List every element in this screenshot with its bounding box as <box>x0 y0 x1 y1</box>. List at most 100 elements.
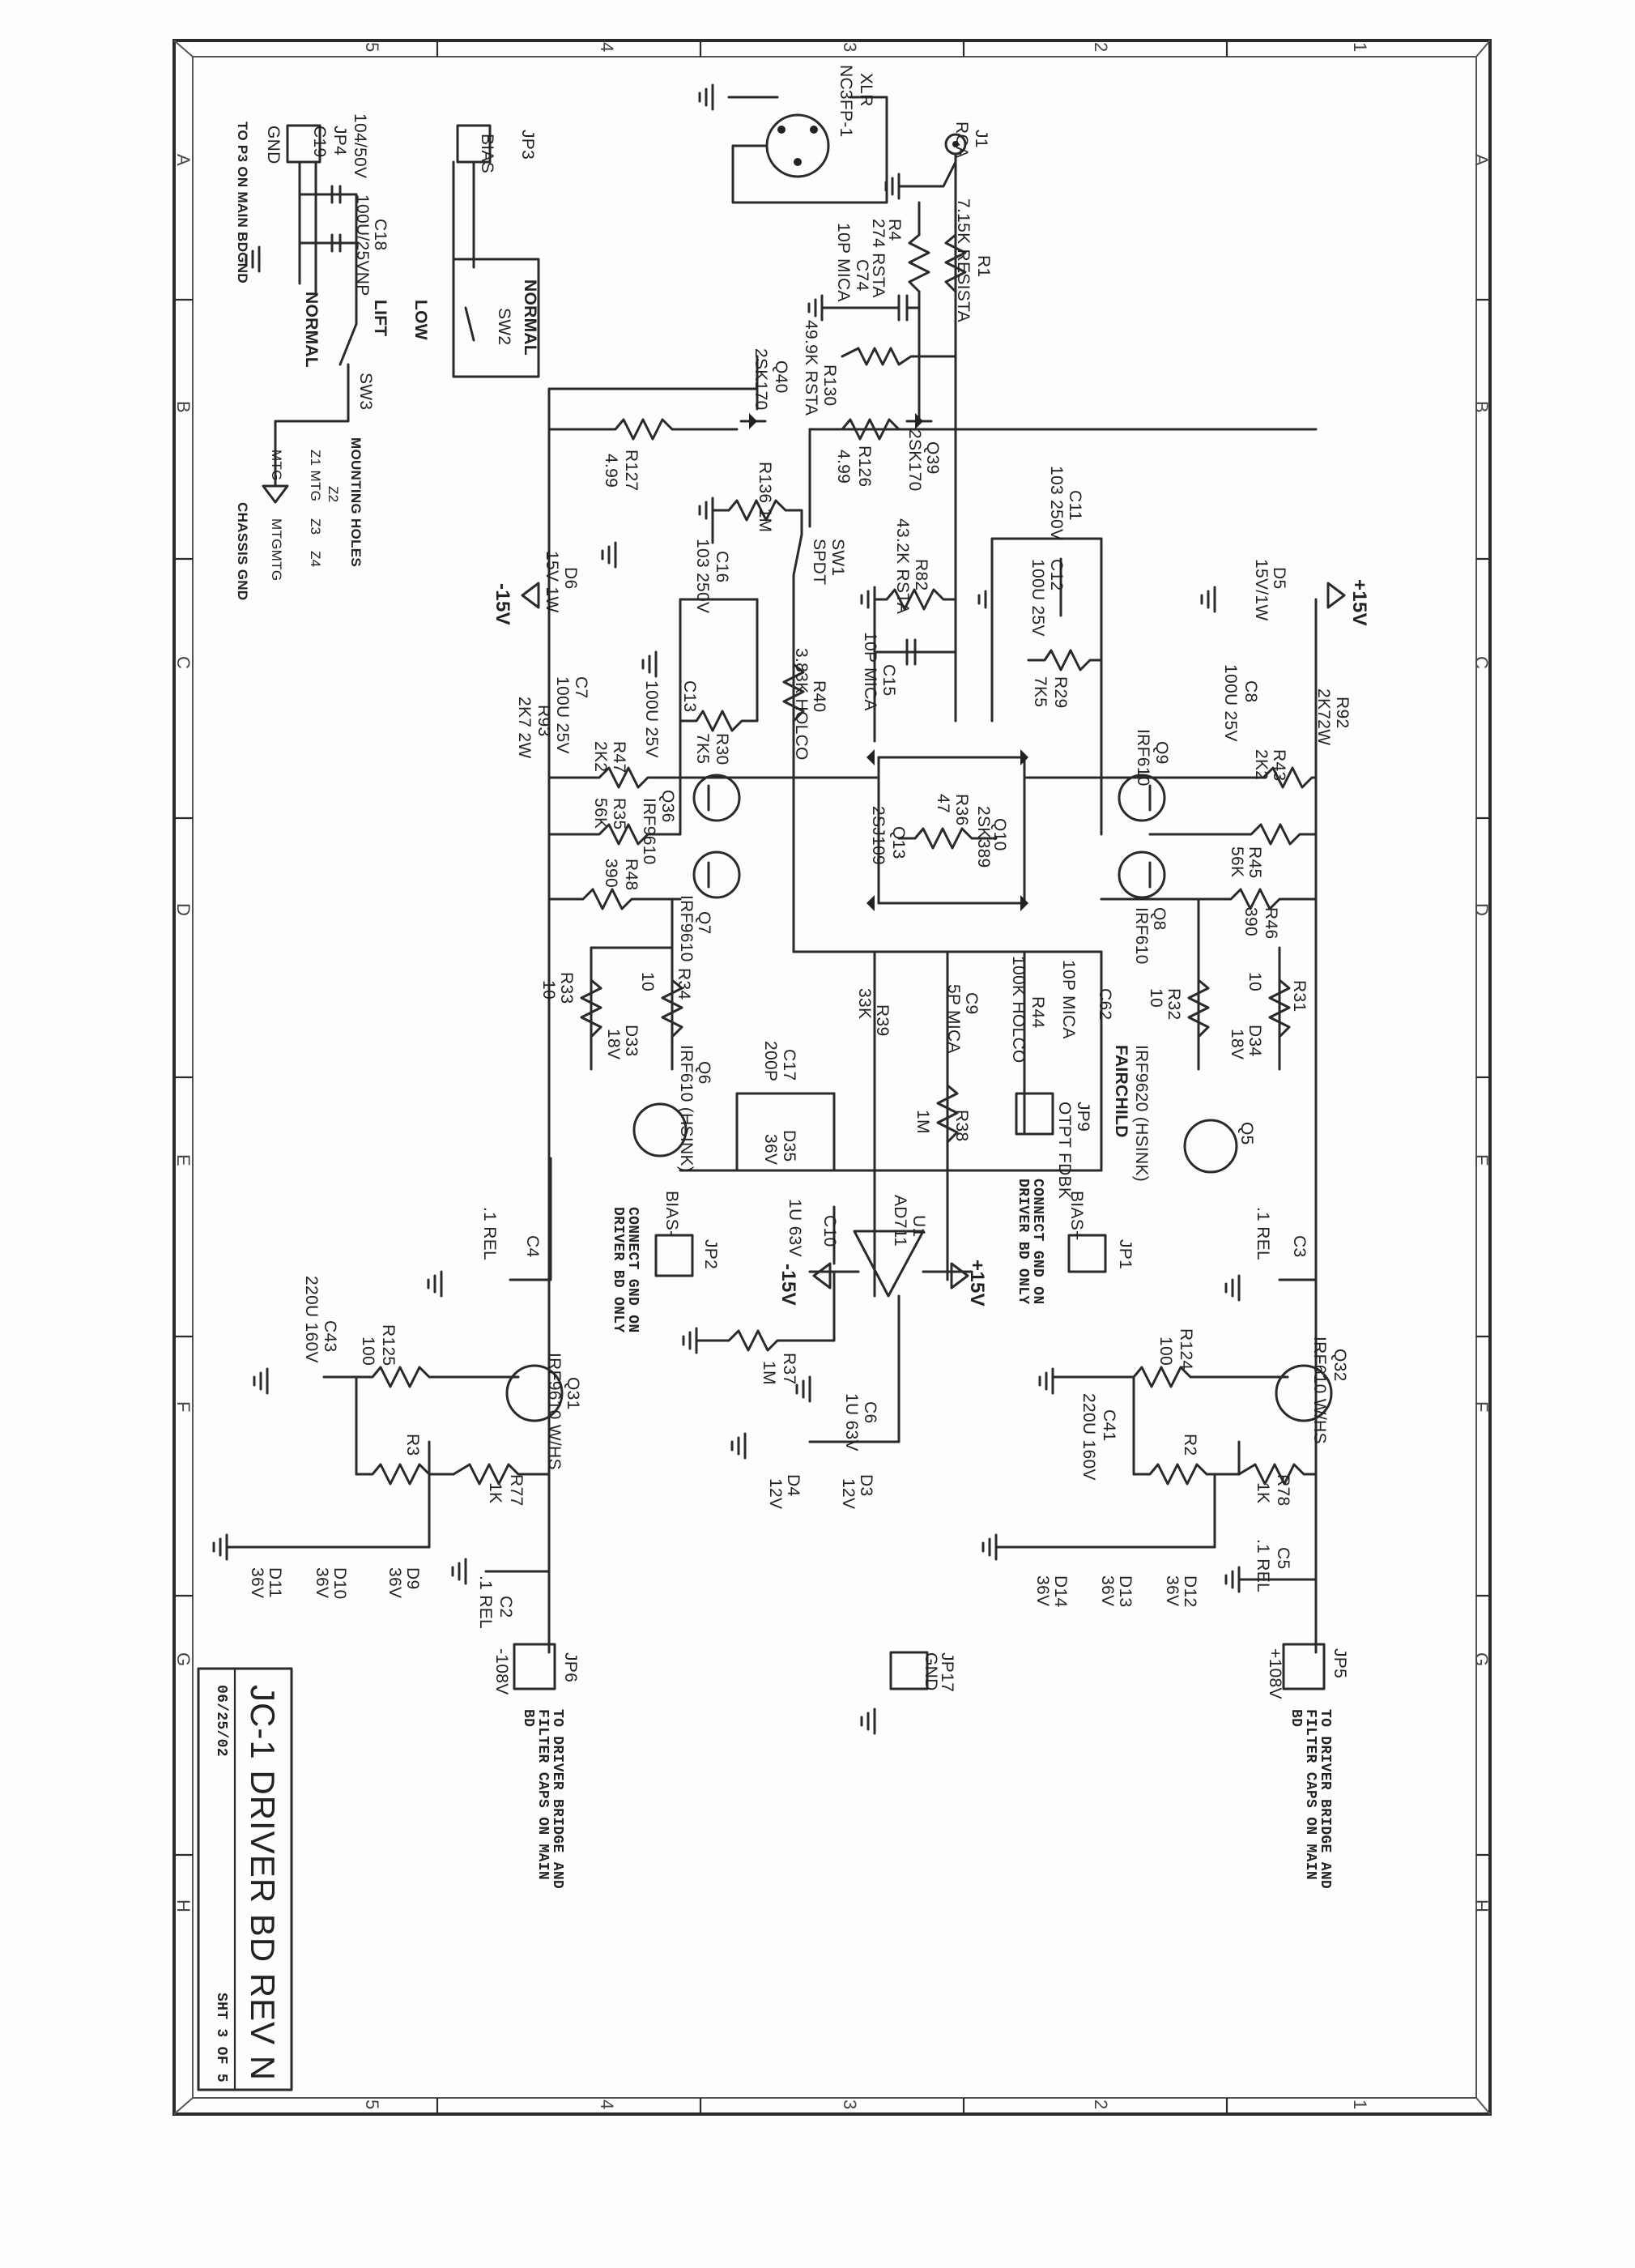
mtg-mtgmtg: MTGMTG <box>269 518 284 582</box>
jp5-ref: JP5 <box>1331 1648 1349 1679</box>
jp2-label: BIAS- <box>662 1191 681 1237</box>
c16-ref: C16 <box>713 551 731 583</box>
d9-ref: D9 <box>403 1567 422 1590</box>
zone-number-1-top: 1 <box>1350 42 1370 53</box>
d12-ref: D12 <box>1181 1575 1199 1608</box>
c43-ref: C43 <box>321 1320 339 1353</box>
r33-value: 10 <box>539 980 558 1000</box>
rail-plus-15-top: +15V <box>1348 579 1370 626</box>
r125-ref: R125 <box>379 1324 398 1366</box>
q13-ref: Q13 <box>889 826 908 859</box>
zone-letter-d-right: D <box>1471 903 1492 917</box>
d11-ref: D11 <box>266 1567 284 1598</box>
minus108-wires <box>225 1278 564 1654</box>
q40-part: 2SK170 <box>752 348 770 411</box>
zone-number-5-top: 5 <box>362 42 382 53</box>
r130-ref: R130 <box>820 364 839 407</box>
jp2-ref: JP2 <box>701 1239 720 1270</box>
zone-letter-f-right: F <box>1471 1401 1492 1413</box>
zone-number-3-top: 3 <box>840 42 860 53</box>
title-block-frame <box>197 1667 293 2091</box>
c19-value: 104/50V <box>351 113 369 179</box>
mtg-mtg: MTG <box>269 450 284 481</box>
d10-ref: D10 <box>330 1567 349 1600</box>
zone-letter-e-right: E <box>1471 1154 1492 1166</box>
zone-number-1-bottom: 1 <box>1350 2100 1370 2110</box>
r45-value: 56K <box>1228 846 1246 878</box>
r125-value: 100 <box>359 1336 377 1366</box>
c7-value: 100U 25V <box>553 676 572 754</box>
note-bias-minus: CONNECT GND ON DRIVER BD ONLY <box>610 1207 641 1333</box>
r32-value: 10 <box>1147 988 1165 1008</box>
drawing-date: 06/25/02 <box>213 1685 229 1757</box>
d33-value: 18V <box>604 1029 623 1060</box>
sw2-ref: SW2 <box>495 308 513 346</box>
c41-ref: C41 <box>1100 1409 1118 1442</box>
mtg-z3: Z3 <box>308 518 323 535</box>
u1-part: AD711 <box>891 1195 909 1247</box>
zone-letter-b-left: B <box>173 401 194 413</box>
input-wires <box>547 96 967 666</box>
r30-ref: R30 <box>713 733 731 765</box>
d14-ref: D14 <box>1051 1575 1070 1608</box>
zone-number-3-bottom: 3 <box>840 2100 860 2110</box>
r127-ref: R127 <box>622 450 641 492</box>
j1-ref: J1 <box>972 130 990 148</box>
c13-ref: C13 <box>680 680 699 713</box>
q6-ref: Q6 <box>695 1061 713 1085</box>
jp9-label: OTPT FDBK <box>1055 1102 1074 1200</box>
rail-plus-108: +108V <box>1266 1648 1284 1699</box>
note-fairchild: FAIRCHILD <box>1112 1045 1130 1138</box>
r126-ref: R126 <box>855 446 874 488</box>
zone-number-5-bottom: 5 <box>362 2100 382 2110</box>
sw1-ref: SW1 <box>828 539 847 577</box>
rail-minus-15-top: -15V <box>492 583 513 625</box>
r43-value: 2K2 <box>1252 749 1271 781</box>
q10-ref: Q10 <box>990 818 1009 851</box>
r44-value: 100K HOLCO <box>1009 956 1028 1064</box>
r40-ref: R40 <box>810 680 828 713</box>
c10-value: 1U 63V <box>786 1199 804 1257</box>
r4-ref: R4 <box>885 219 904 241</box>
r126-value: 4.99 <box>834 450 853 484</box>
q13-part: 2SJ109 <box>869 806 888 866</box>
c6-value: 1U 63V <box>842 1393 861 1452</box>
jp6-ref: JP6 <box>561 1652 580 1683</box>
r78-value: 1K <box>1254 1482 1272 1504</box>
r36-ref: R36 <box>952 794 971 826</box>
jp3-ref: JP3 <box>518 130 537 160</box>
r1-ref: R1 <box>974 255 993 278</box>
r82-ref: R82 <box>912 559 930 591</box>
q39-part: 2SK170 <box>905 429 924 492</box>
q32-ref: Q32 <box>1331 1349 1349 1382</box>
r78-ref: R78 <box>1274 1474 1292 1507</box>
d3-ref: D3 <box>857 1474 875 1497</box>
gain-stage-wires <box>547 428 1318 1443</box>
sw1-type: SPDT <box>810 539 828 586</box>
c62-value: 10P MICA <box>1059 960 1078 1039</box>
note-chassis-gnd: CHASSIS GND <box>235 502 250 601</box>
c3-ref: C3 <box>1290 1235 1309 1258</box>
d10-value: 36V <box>313 1567 331 1599</box>
aux-wires <box>262 124 540 504</box>
jp17-label: GND <box>922 1652 940 1691</box>
r47-ref: R47 <box>610 741 628 774</box>
sw2-low: LOW <box>411 300 430 340</box>
jp4-label: GND <box>264 126 283 164</box>
c7-ref: C7 <box>572 676 590 699</box>
jp17-ref: JP17 <box>938 1652 956 1693</box>
r1-value: 7.15K RESISTA <box>954 198 973 322</box>
c12-value: 100U 25V <box>1028 559 1047 637</box>
d13-ref: D13 <box>1116 1575 1135 1608</box>
jp9-ref: JP9 <box>1074 1102 1092 1132</box>
c10-ref: C10 <box>820 1215 839 1247</box>
jp3-label: BIAS <box>478 134 496 174</box>
c11-value: 103 250V <box>1047 466 1066 541</box>
c8-value: 100U 25V <box>1221 664 1240 742</box>
c74-ref: C74 <box>853 259 871 292</box>
zone-number-4-bottom: 4 <box>597 2100 617 2110</box>
plus108-wires <box>994 1278 1333 1654</box>
c16-value: 103 250V <box>693 539 712 614</box>
c2-value: .1 REL <box>476 1575 495 1629</box>
q5-ref: Q5 <box>1237 1122 1256 1145</box>
